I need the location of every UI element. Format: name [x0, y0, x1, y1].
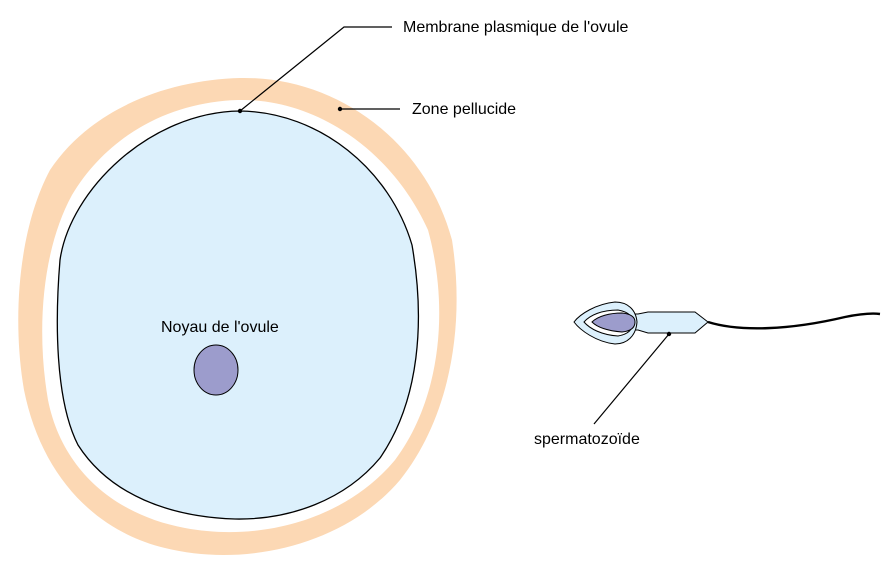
sperm-flagellum — [707, 312, 881, 330]
leader-line-sperm — [593, 333, 670, 425]
label-membrane: Membrane plasmique de l'ovule — [403, 19, 629, 36]
sperm-nucleus — [591, 312, 636, 333]
sperm-midpiece — [629, 311, 709, 334]
leader-dot-zona — [337, 106, 343, 112]
leader-dot-membrane — [237, 108, 243, 114]
ovum-nucleus — [193, 344, 239, 396]
label-zona: Zone pellucide — [412, 101, 516, 118]
label-sperm: spermatozoïde — [534, 431, 640, 448]
leader-dot-sperm — [666, 331, 672, 337]
label-nucleus: Noyau de l'ovule — [161, 319, 279, 336]
ovum-cytoplasm — [56, 110, 420, 520]
leader-line-membrane — [239, 26, 392, 112]
